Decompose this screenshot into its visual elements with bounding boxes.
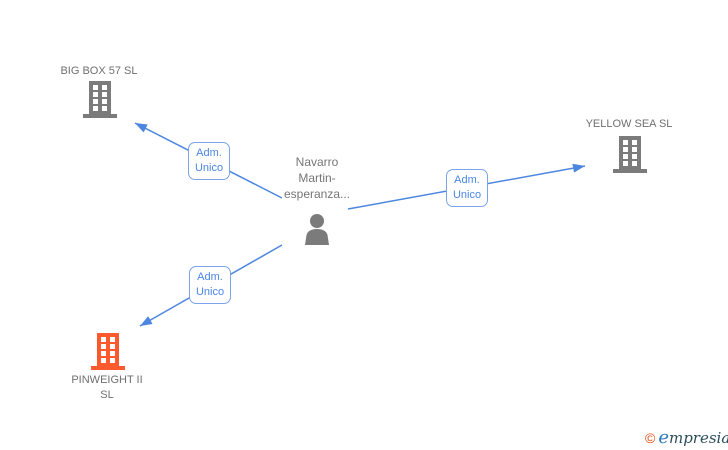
building-icon[interactable] <box>83 81 117 123</box>
company-node-pinweight[interactable]: PINWEIGHT II SL <box>71 374 143 401</box>
edge-label-adm-unico[interactable]: Adm. Unico <box>446 169 488 207</box>
brand-name: mpresia <box>668 429 728 447</box>
building-icon[interactable] <box>91 333 125 375</box>
brand-initial: e <box>658 427 669 448</box>
building-icon[interactable] <box>613 136 647 178</box>
copyright-icon: © <box>645 430 656 446</box>
company-node-big-box[interactable]: BIG BOX 57 SL <box>60 65 138 77</box>
person-icon[interactable] <box>302 213 332 250</box>
company-node-yellow-sea[interactable]: YELLOW SEA SL <box>585 118 673 130</box>
person-node-name[interactable]: Navarro Martin-esperanza... <box>283 155 351 201</box>
edge-label-adm-unico[interactable]: Adm. Unico <box>189 266 231 304</box>
empresia-logo[interactable]: ©empresia <box>645 427 728 448</box>
edge-label-adm-unico[interactable]: Adm. Unico <box>188 142 230 180</box>
